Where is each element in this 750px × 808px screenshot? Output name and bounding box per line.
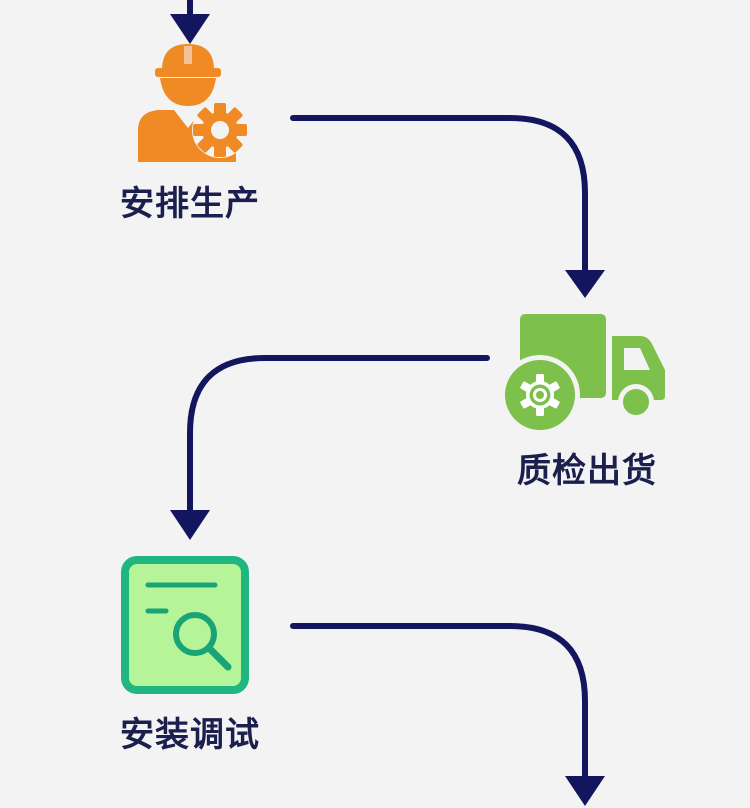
worker-gear-icon bbox=[138, 44, 248, 162]
step-install-label: 安装调试 bbox=[120, 715, 260, 755]
step-install: 安装调试 bbox=[120, 556, 260, 755]
step-ship-label: 质检出货 bbox=[517, 451, 657, 491]
inspection-search-icon bbox=[121, 556, 249, 694]
step-ship: 质检出货 bbox=[500, 314, 665, 491]
connector-ship-to-install bbox=[170, 355, 490, 540]
incoming-arrow bbox=[170, 0, 210, 44]
truck-gear-icon bbox=[500, 314, 665, 435]
step-produce-label: 安排生产 bbox=[120, 184, 260, 224]
connector-produce-to-ship bbox=[290, 115, 605, 298]
step-produce: 安排生产 bbox=[120, 44, 260, 224]
connector-install-to-next bbox=[290, 623, 605, 806]
